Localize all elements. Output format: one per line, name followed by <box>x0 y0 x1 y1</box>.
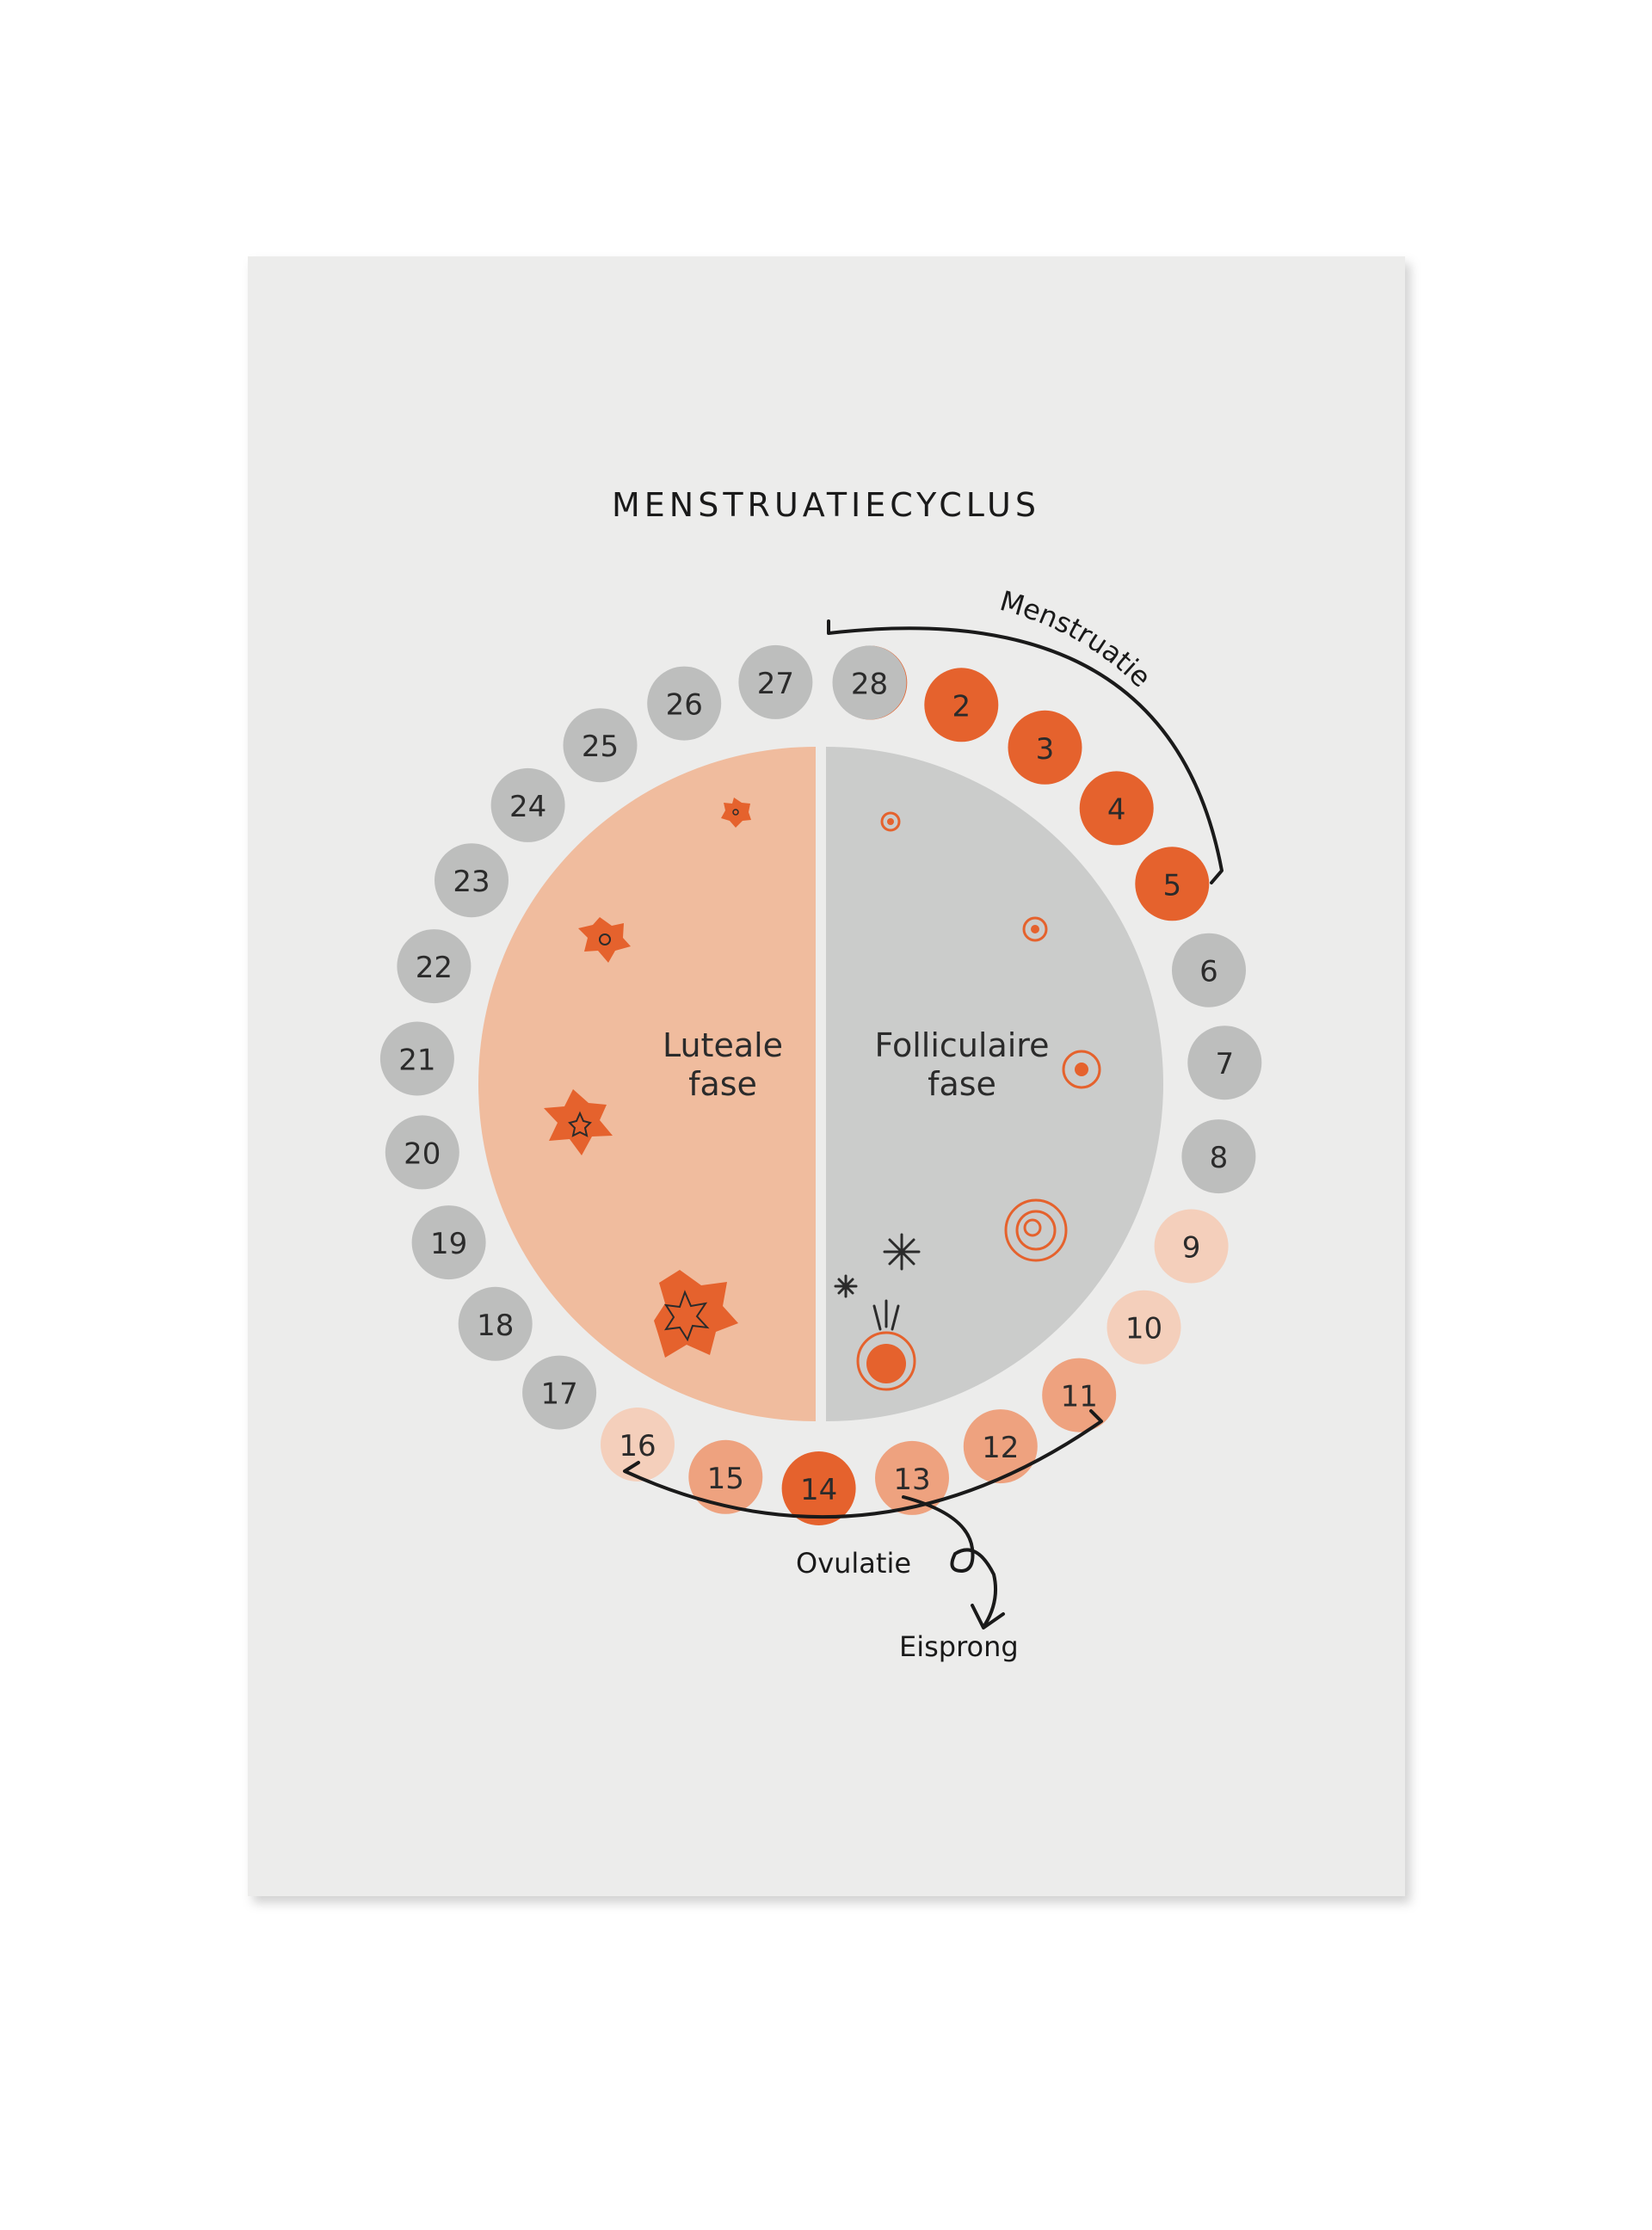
day-number: 2 <box>952 689 971 724</box>
day-number: 17 <box>540 1377 577 1412</box>
day-9: 9 <box>1155 1210 1229 1284</box>
day-11: 11 <box>1042 1358 1116 1432</box>
day-number: 13 <box>893 1463 930 1497</box>
follicular-label-line2: fase <box>928 1065 996 1103</box>
day-number: 25 <box>582 730 619 764</box>
day-18: 18 <box>459 1287 533 1361</box>
day-20: 20 <box>385 1115 459 1189</box>
day-26: 26 <box>647 667 721 741</box>
luteal-label-line1: Luteale <box>663 1026 783 1064</box>
day-23: 23 <box>435 843 509 917</box>
day-2: 2 <box>924 668 998 742</box>
day-19: 19 <box>412 1205 486 1279</box>
poster-title: MENSTRUATIECYCLUS <box>612 486 1040 524</box>
day-3: 3 <box>1008 711 1082 785</box>
day-15: 15 <box>688 1440 762 1514</box>
day-6: 6 <box>1172 933 1246 1007</box>
day-4: 4 <box>1080 771 1154 845</box>
day-17: 17 <box>522 1356 596 1430</box>
day-number: 12 <box>982 1431 1019 1465</box>
day-13: 13 <box>875 1441 949 1515</box>
day-number: 26 <box>666 688 703 723</box>
day-25: 25 <box>564 708 638 782</box>
day-16: 16 <box>601 1408 675 1482</box>
day-7: 7 <box>1187 1026 1261 1100</box>
day-8: 8 <box>1181 1119 1255 1193</box>
eisprong-label: Eisprong <box>899 1630 1019 1663</box>
day-5: 5 <box>1135 847 1209 921</box>
day-24: 24 <box>491 768 565 842</box>
day-number: 24 <box>509 790 546 824</box>
day-number: 20 <box>404 1137 441 1171</box>
day-number: 18 <box>477 1309 514 1343</box>
day-27: 27 <box>738 645 812 719</box>
day-number: 5 <box>1162 868 1181 902</box>
day-number: 14 <box>800 1473 837 1507</box>
ovulation-label: Ovulatie <box>796 1547 911 1580</box>
day-number: 23 <box>453 865 490 899</box>
day-12: 12 <box>964 1409 1038 1483</box>
day-number: 15 <box>707 1462 744 1496</box>
day-number: 16 <box>619 1429 656 1463</box>
day-number: 27 <box>757 667 794 701</box>
follicular-label-line1: Folliculaire <box>875 1026 1050 1064</box>
day-number: 8 <box>1210 1141 1229 1175</box>
luteal-label-line2: fase <box>688 1065 757 1103</box>
day-number: 7 <box>1215 1047 1234 1081</box>
day-number: 3 <box>1036 732 1055 767</box>
day-22: 22 <box>397 929 471 1003</box>
day-number: 9 <box>1182 1231 1201 1266</box>
day-number: 21 <box>398 1044 435 1078</box>
day-10: 10 <box>1107 1291 1181 1364</box>
day-number: 22 <box>416 951 453 985</box>
day-21: 21 <box>380 1022 454 1096</box>
day-number: 19 <box>430 1227 467 1261</box>
day-number: 6 <box>1199 955 1218 989</box>
day-number: 28 <box>851 667 888 701</box>
day-number: 4 <box>1107 792 1126 827</box>
day-number: 10 <box>1125 1312 1162 1346</box>
day-28: 28 <box>833 645 907 719</box>
day-number: 11 <box>1061 1380 1098 1414</box>
